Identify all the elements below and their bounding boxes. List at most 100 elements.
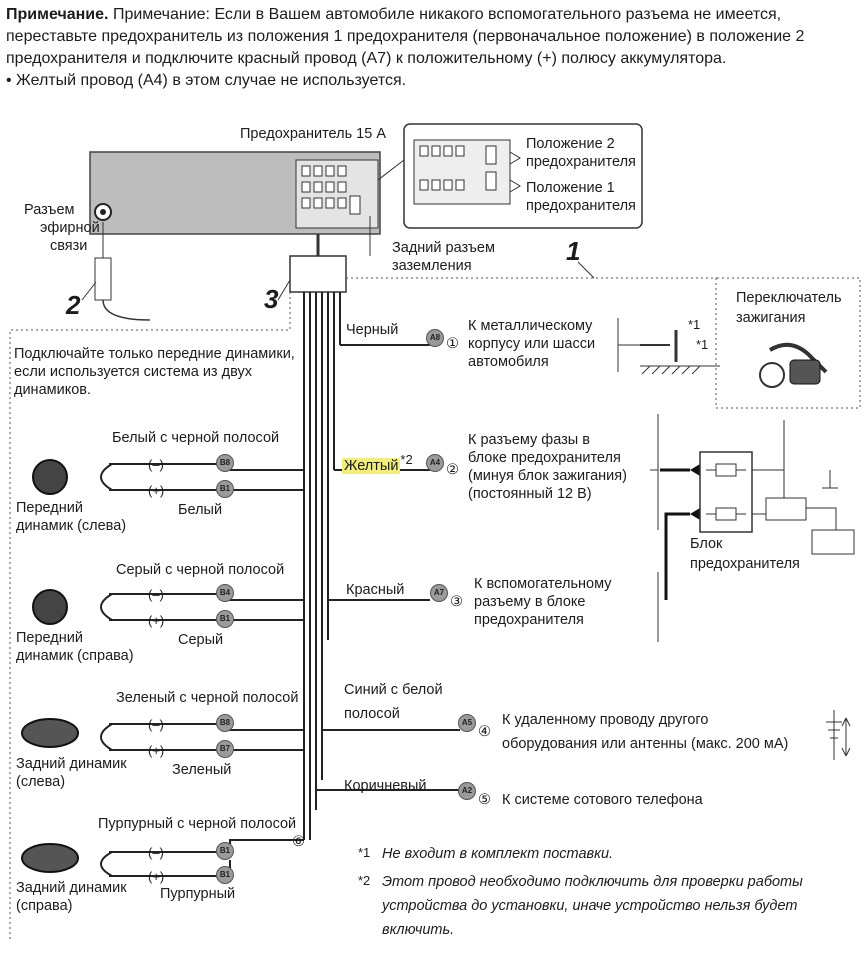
wire-4-pin: A5 — [458, 714, 476, 732]
speaker-3-pin-top: B8 — [216, 714, 234, 732]
fuse-block-label-2: предохранителя — [690, 556, 800, 572]
speaker-2-name-1: Передний — [16, 630, 83, 646]
wire-1-color: Черный — [346, 322, 399, 338]
speaker-1-bottom-wire: Белый — [178, 502, 223, 518]
wire-3-dest-3: предохранителя — [474, 612, 584, 628]
wire-six-num: ⑥ — [292, 834, 305, 850]
fuse-pos2-1: Положение 2 — [526, 136, 615, 152]
wire-5-dest-1: К системе сотового телефона — [502, 792, 703, 808]
wire-4-color-1: Синий с белой — [344, 682, 443, 698]
wire-2-num: ② — [446, 462, 459, 478]
speaker-2-plus: (+) — [148, 613, 165, 628]
fuse-block-label-1: Блок — [690, 536, 723, 552]
speaker-3-bottom-wire: Зеленый — [172, 762, 232, 778]
speaker-4-bottom-wire: Пурпурный — [160, 886, 236, 902]
speaker-3-name-2: (слева) — [16, 774, 66, 790]
wire-1-pin: A8 — [426, 329, 444, 347]
wire-4-color-2: полосой — [344, 706, 400, 722]
wire-2-color: Желтый*2 — [342, 451, 413, 475]
footnote-1-text: Не входит в комплект поставки. — [382, 846, 614, 862]
ignition-label-2: зажигания — [736, 310, 806, 326]
wire-3-num: ③ — [450, 594, 463, 610]
rear-left-speaker-shape — [21, 718, 79, 748]
speaker-3-minus: (–) — [148, 717, 164, 732]
speaker-3-pin-bottom: B7 — [216, 740, 234, 758]
wire-3-dest-2: разъему в блоке — [474, 594, 586, 610]
speakers-note-1: Подключайте только передние динамики, — [14, 346, 295, 362]
wire-3-pin: A7 — [430, 584, 448, 602]
note-label: Примечание. — [6, 6, 109, 23]
fuse-pos1-2: предохранителя — [526, 198, 636, 214]
note-text: Примечание: Если в Вашем автомобиле ника… — [6, 6, 805, 67]
wire-5-color: Коричневый — [344, 778, 427, 794]
fuse-pos1-1: Положение 1 — [526, 180, 615, 196]
note-block: Примечание. Примечание: Если в Вашем авт… — [6, 4, 862, 92]
speaker-3-name-1: Задний динамик — [16, 756, 127, 772]
fuse-label: Предохранитель 15 А — [240, 126, 387, 142]
ground-label-1: Задний разъем — [392, 240, 495, 256]
wire-1-dest-1: К металлическому — [468, 318, 593, 334]
wire-2-color-text: Желтый — [342, 457, 401, 474]
footnote-2-text-2: устройства до установки, иначе устройств… — [382, 898, 798, 914]
speaker-4-top-wire: Пурпурный с черной полосой — [98, 816, 297, 832]
speaker-4-plus: (+) — [148, 869, 165, 884]
speaker-4-pin-bottom: B1 — [216, 866, 234, 884]
ground-label-2: заземления — [392, 258, 472, 274]
front-right-speaker-shape — [32, 589, 68, 625]
footnote-2-text-1: Этот провод необходимо подключить для пр… — [382, 874, 803, 890]
fuse-pos2-2: предохранителя — [526, 154, 636, 170]
antenna-label-3: связи — [50, 238, 88, 254]
speaker-1-top-wire: Белый с черной полосой — [112, 430, 280, 446]
wire-3-color: Красный — [346, 582, 405, 598]
speaker-1-pin-top: B8 — [216, 454, 234, 472]
speaker-4-pin-top: B1 — [216, 842, 234, 860]
wire-2-mark: *2 — [400, 452, 413, 467]
footnote-2-mark: *2 — [358, 873, 371, 888]
wire-2-pin: A4 — [426, 454, 444, 472]
speaker-2-bottom-wire: Серый — [178, 632, 224, 648]
speaker-2-pin-top: B4 — [216, 584, 234, 602]
speakers-note-3: динамиков. — [14, 382, 92, 398]
ignition-label-1: Переключатель — [736, 290, 842, 306]
callout-3: 3 — [264, 284, 279, 314]
speaker-2-name-2: динамик (справа) — [16, 648, 134, 664]
wire-2-dest-1: К разъему фазы в — [468, 432, 590, 448]
rear-right-speaker-shape — [21, 843, 79, 873]
wire-2-dest-2: блоке предохранителя — [468, 450, 621, 466]
wire-4-num: ④ — [478, 724, 491, 740]
speaker-3-plus: (+) — [148, 743, 165, 758]
wire-1-dest-2: корпусу или шасси — [468, 336, 596, 352]
wire-1-num: ① — [446, 336, 459, 352]
speaker-3-top-wire: Зеленый с черной полосой — [116, 690, 299, 706]
antenna-label-1: Разъем — [24, 202, 75, 218]
speaker-4-name-1: Задний динамик — [16, 880, 127, 896]
speaker-1-name-2: динамик (слева) — [16, 518, 127, 534]
wire-5-num: ⑤ — [478, 792, 491, 808]
speaker-2-pin-bottom: B1 — [216, 610, 234, 628]
wire-4-dest-1: К удаленному проводу другого — [502, 712, 709, 728]
antenna-label-2: эфирной — [40, 220, 100, 236]
speaker-1-name-1: Передний — [16, 500, 83, 516]
note-bullet: • Желтый провод (A4) в этом случае не ис… — [6, 72, 407, 89]
wire-2-dest-3: (минуя блок зажигания) — [468, 468, 627, 484]
footnote-2-text-3: включить. — [382, 922, 455, 938]
ground-mark-1: *1 — [688, 317, 701, 332]
wire-4-dest-2: оборудования или антенны (макс. 200 мА) — [502, 736, 789, 752]
callout-2: 2 — [66, 290, 81, 320]
speaker-1-minus: (–) — [148, 457, 164, 472]
speaker-4-minus: (–) — [148, 845, 164, 860]
wire-2-dest-4: (постоянный 12 В) — [468, 486, 592, 502]
wire-5-pin: A2 — [458, 782, 476, 800]
wire-1-dest-3: автомобиля — [468, 354, 549, 370]
callout-1: 1 — [566, 236, 581, 266]
speaker-1-plus: (+) — [148, 483, 165, 498]
speakers-note-2: если используется система из двух — [14, 364, 252, 380]
speaker-2-minus: (–) — [148, 587, 164, 602]
speaker-4-name-2: (справа) — [16, 898, 73, 914]
footnote-1-mark: *1 — [358, 845, 371, 860]
front-left-speaker-shape — [32, 459, 68, 495]
wire-3-dest-1: К вспомогательному — [474, 576, 612, 592]
ground-mark-2: *1 — [696, 337, 709, 352]
